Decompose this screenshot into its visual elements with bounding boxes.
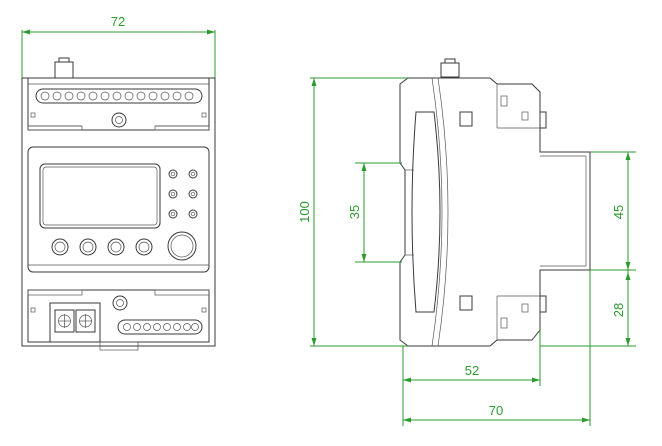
- dim-upper: 45: [590, 151, 636, 271]
- dim-depth: 70: [403, 270, 591, 426]
- upper-label: 45: [611, 205, 626, 219]
- front-display-panel: [27, 146, 210, 273]
- lower-label: 28: [611, 303, 626, 317]
- side-antenna-connector: [440, 62, 460, 78]
- side-view: 100 35 45 28: [297, 58, 636, 426]
- side-body-outline: [399, 77, 591, 347]
- front-view: 72: [21, 14, 216, 351]
- dim-side-height: 100: [297, 77, 408, 347]
- mid-depth-label: 52: [465, 363, 479, 378]
- dim-mid-depth: 52: [402, 330, 541, 426]
- power-terminal-block: [49, 302, 101, 343]
- lcd-screen: [39, 163, 161, 229]
- front-width-label: 72: [111, 14, 125, 29]
- side-height-label: 100: [297, 201, 312, 223]
- led-indicators: [168, 169, 198, 219]
- dim-rail: 35: [347, 162, 402, 263]
- dim-front-width: 72: [21, 14, 216, 78]
- bottom-terminal-strip: [117, 319, 203, 335]
- depth-label: 70: [489, 403, 503, 418]
- top-terminal-strip: [35, 88, 203, 104]
- top-antenna-connector: [54, 61, 74, 79]
- rail-label: 35: [347, 205, 362, 219]
- dim-lower: 28: [540, 270, 636, 347]
- keypad-buttons: [51, 231, 197, 261]
- front-top-module: [27, 77, 210, 131]
